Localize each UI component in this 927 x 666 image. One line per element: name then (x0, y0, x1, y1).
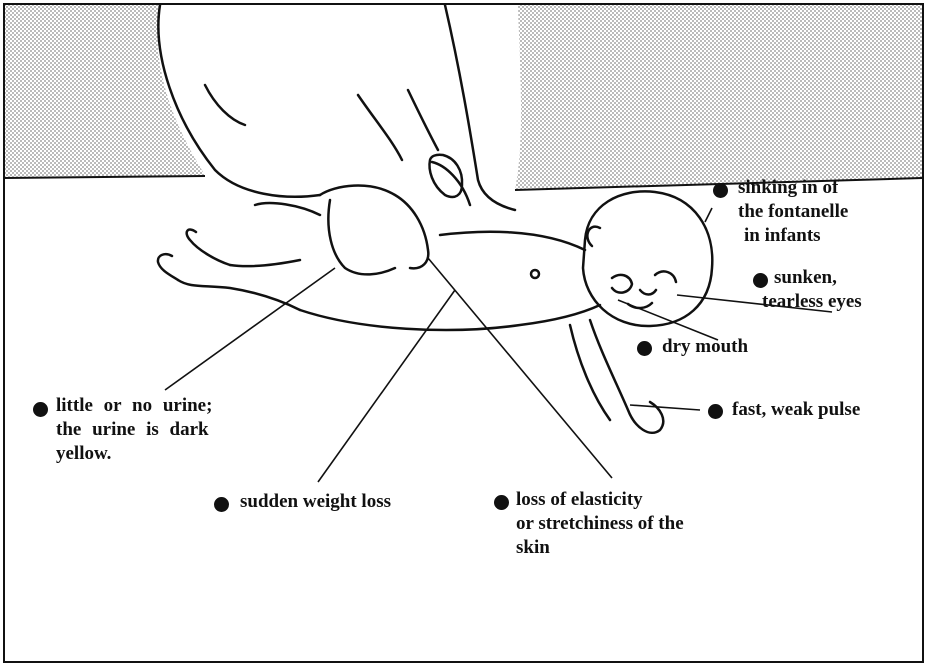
label-urine: little or no urine; the urine is dark ye… (56, 394, 212, 466)
leader-weight (318, 290, 455, 482)
label-pulse: fast, weak pulse (732, 398, 860, 422)
leader-skin (428, 258, 612, 478)
label-mouth-line-1: dry mouth (662, 335, 748, 359)
label-skin-line-1: loss of elasticity (516, 488, 684, 512)
label-eyes-line-1: sunken, (774, 266, 862, 290)
leader-urine (165, 268, 335, 390)
label-fontanelle-line-1: sinking in of (738, 176, 848, 200)
bullet-pulse (708, 404, 723, 419)
label-eyes-line-2: tearless eyes (762, 290, 862, 314)
label-skin-line-2: or stretchiness of the (516, 512, 684, 536)
label-pulse-line-1: fast, weak pulse (732, 398, 860, 422)
label-mouth: dry mouth (662, 335, 748, 359)
label-urine-line-2: the urine is dark (56, 418, 212, 442)
label-urine-line-1: little or no urine; (56, 394, 212, 418)
leader-fontanelle (705, 208, 712, 222)
label-fontanelle: sinking in of the fontanelle in infants (738, 176, 848, 248)
bullet-weight (214, 497, 229, 512)
label-skin: loss of elasticity or stretchiness of th… (516, 488, 684, 560)
bullet-urine (33, 402, 48, 417)
bullet-fontanelle (713, 183, 728, 198)
bullet-eyes (753, 273, 768, 288)
label-fontanelle-line-3: in infants (738, 224, 848, 248)
bullet-skin (494, 495, 509, 510)
label-urine-line-3: yellow. (56, 442, 212, 466)
stippled-background-right (515, 5, 922, 190)
label-skin-line-3: skin (516, 536, 684, 560)
label-weight: sudden weight loss (240, 490, 391, 514)
leader-mouth (618, 300, 718, 340)
label-fontanelle-line-2: the fontanelle (738, 200, 848, 224)
stippled-background-left (5, 5, 205, 178)
label-weight-line-1: sudden weight loss (240, 490, 391, 514)
label-eyes: sunken, tearless eyes (774, 266, 862, 314)
bullet-mouth (637, 341, 652, 356)
infant-body (158, 162, 712, 433)
leader-pulse (630, 405, 700, 410)
